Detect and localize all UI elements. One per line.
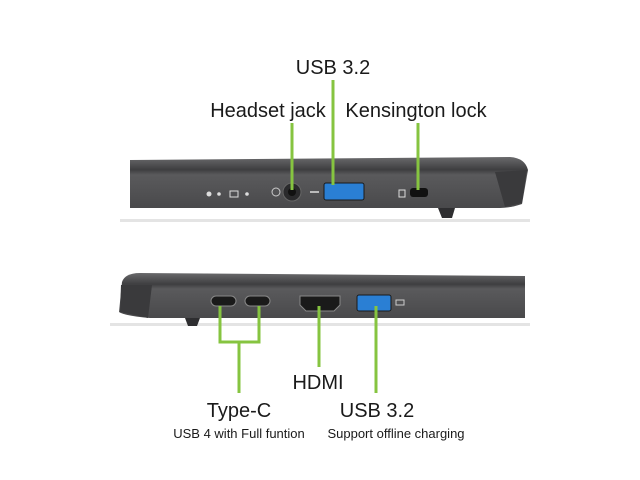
type-c-sublabel: USB 4 with Full funtion <box>173 426 305 441</box>
led-power-icon <box>206 191 221 197</box>
kensington-label: Kensington lock <box>345 100 487 122</box>
led-battery-icon <box>229 190 249 198</box>
headset-jack-hole <box>288 188 296 196</box>
kensington-slot <box>410 188 428 197</box>
hdmi-label: HDMI <box>292 372 343 394</box>
rubber-foot <box>438 208 455 218</box>
usb-bottom-sublabel: Support offline charging <box>327 426 464 441</box>
headset-label: Headset jack <box>210 100 327 122</box>
hinge <box>495 170 527 207</box>
offline-charging-icon <box>395 299 405 306</box>
hinge <box>120 285 152 318</box>
type-c-label: Type-C <box>207 400 271 422</box>
lock-symbol-icon <box>398 189 406 198</box>
type-c-port-2 <box>244 295 271 307</box>
type-c-port-1 <box>210 295 237 307</box>
usb-a-port <box>323 182 365 201</box>
laptop-left-side <box>120 157 530 222</box>
usb-bottom-label: USB 3.2 <box>340 400 414 422</box>
rubber-foot <box>185 318 200 326</box>
headset-symbol-icon <box>271 187 281 197</box>
hdmi-port <box>299 295 341 312</box>
usb-top-label: USB 3.2 <box>296 57 370 79</box>
shadow <box>120 219 530 222</box>
usb-a-charging-port <box>356 294 392 312</box>
